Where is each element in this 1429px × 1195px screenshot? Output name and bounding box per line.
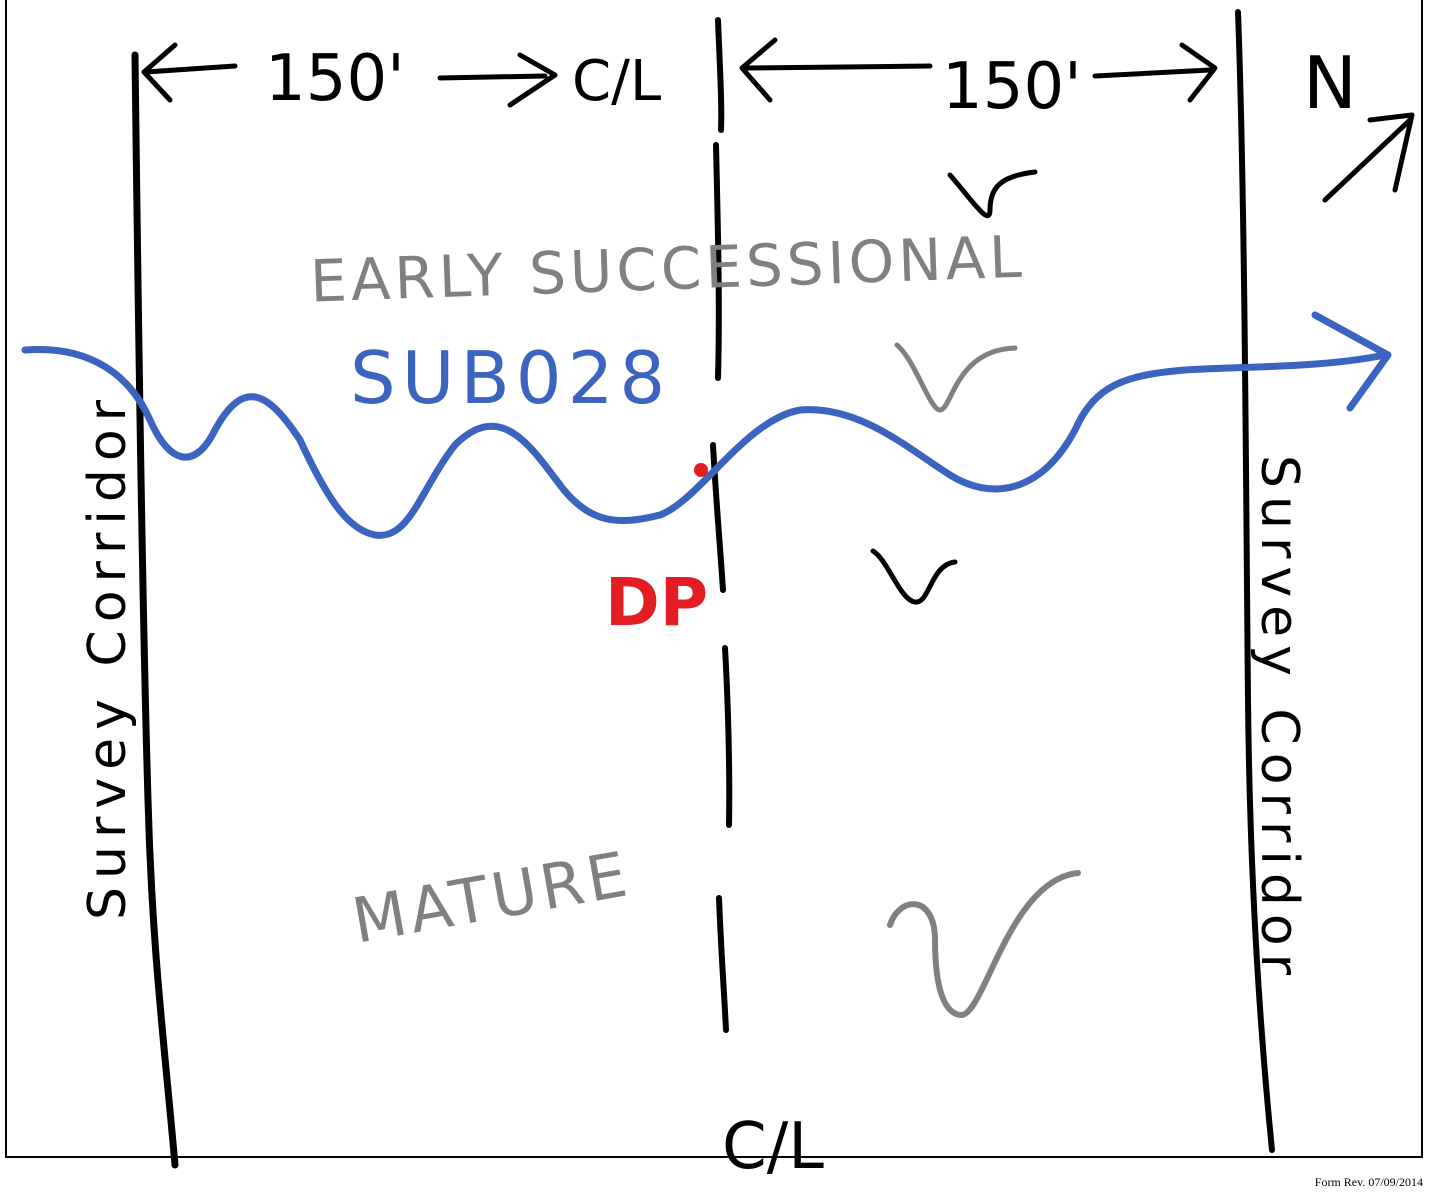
right-corridor-line [1235,9,1275,1153]
centerline-label-bottom: C/L [722,1110,824,1184]
wetland-symbol [870,548,958,605]
width-label-right: 150' [942,50,1082,124]
north-arrow-icon [1322,112,1415,203]
width-arrow-left-left [141,42,238,103]
centerline-label-top: C/L [572,49,661,114]
width-label-left: 150' [265,42,405,116]
width-arrow-right-left [739,37,933,103]
form-revision: Form Rev. 07/09/2014 [1314,1175,1423,1189]
zone-label-early-successional: EARLY SUCCESSIONAL [309,223,1027,316]
corridor-label-left: Survey Corridor [78,392,138,920]
sketch-frame [5,0,1423,1158]
stream-arrowhead-icon [1311,311,1392,412]
zone-label-mature: MATURE [347,837,636,958]
stream-line [21,345,1389,539]
wetland-symbol [894,342,1018,413]
data-point-marker [694,463,708,477]
data-point-label: DP [605,564,708,641]
corridor-label-right: Survey Corridor [1249,455,1309,983]
left-corridor-line [131,51,179,1169]
width-arrow-left-right [437,52,558,108]
north-label: N [1303,41,1357,125]
wetland-symbol [947,169,1038,219]
wetland-symbol [887,870,1081,1019]
centerline-dashes [710,17,733,1033]
stream-id-label: SUB028 [350,336,671,420]
width-arrow-right-right [1092,42,1218,103]
